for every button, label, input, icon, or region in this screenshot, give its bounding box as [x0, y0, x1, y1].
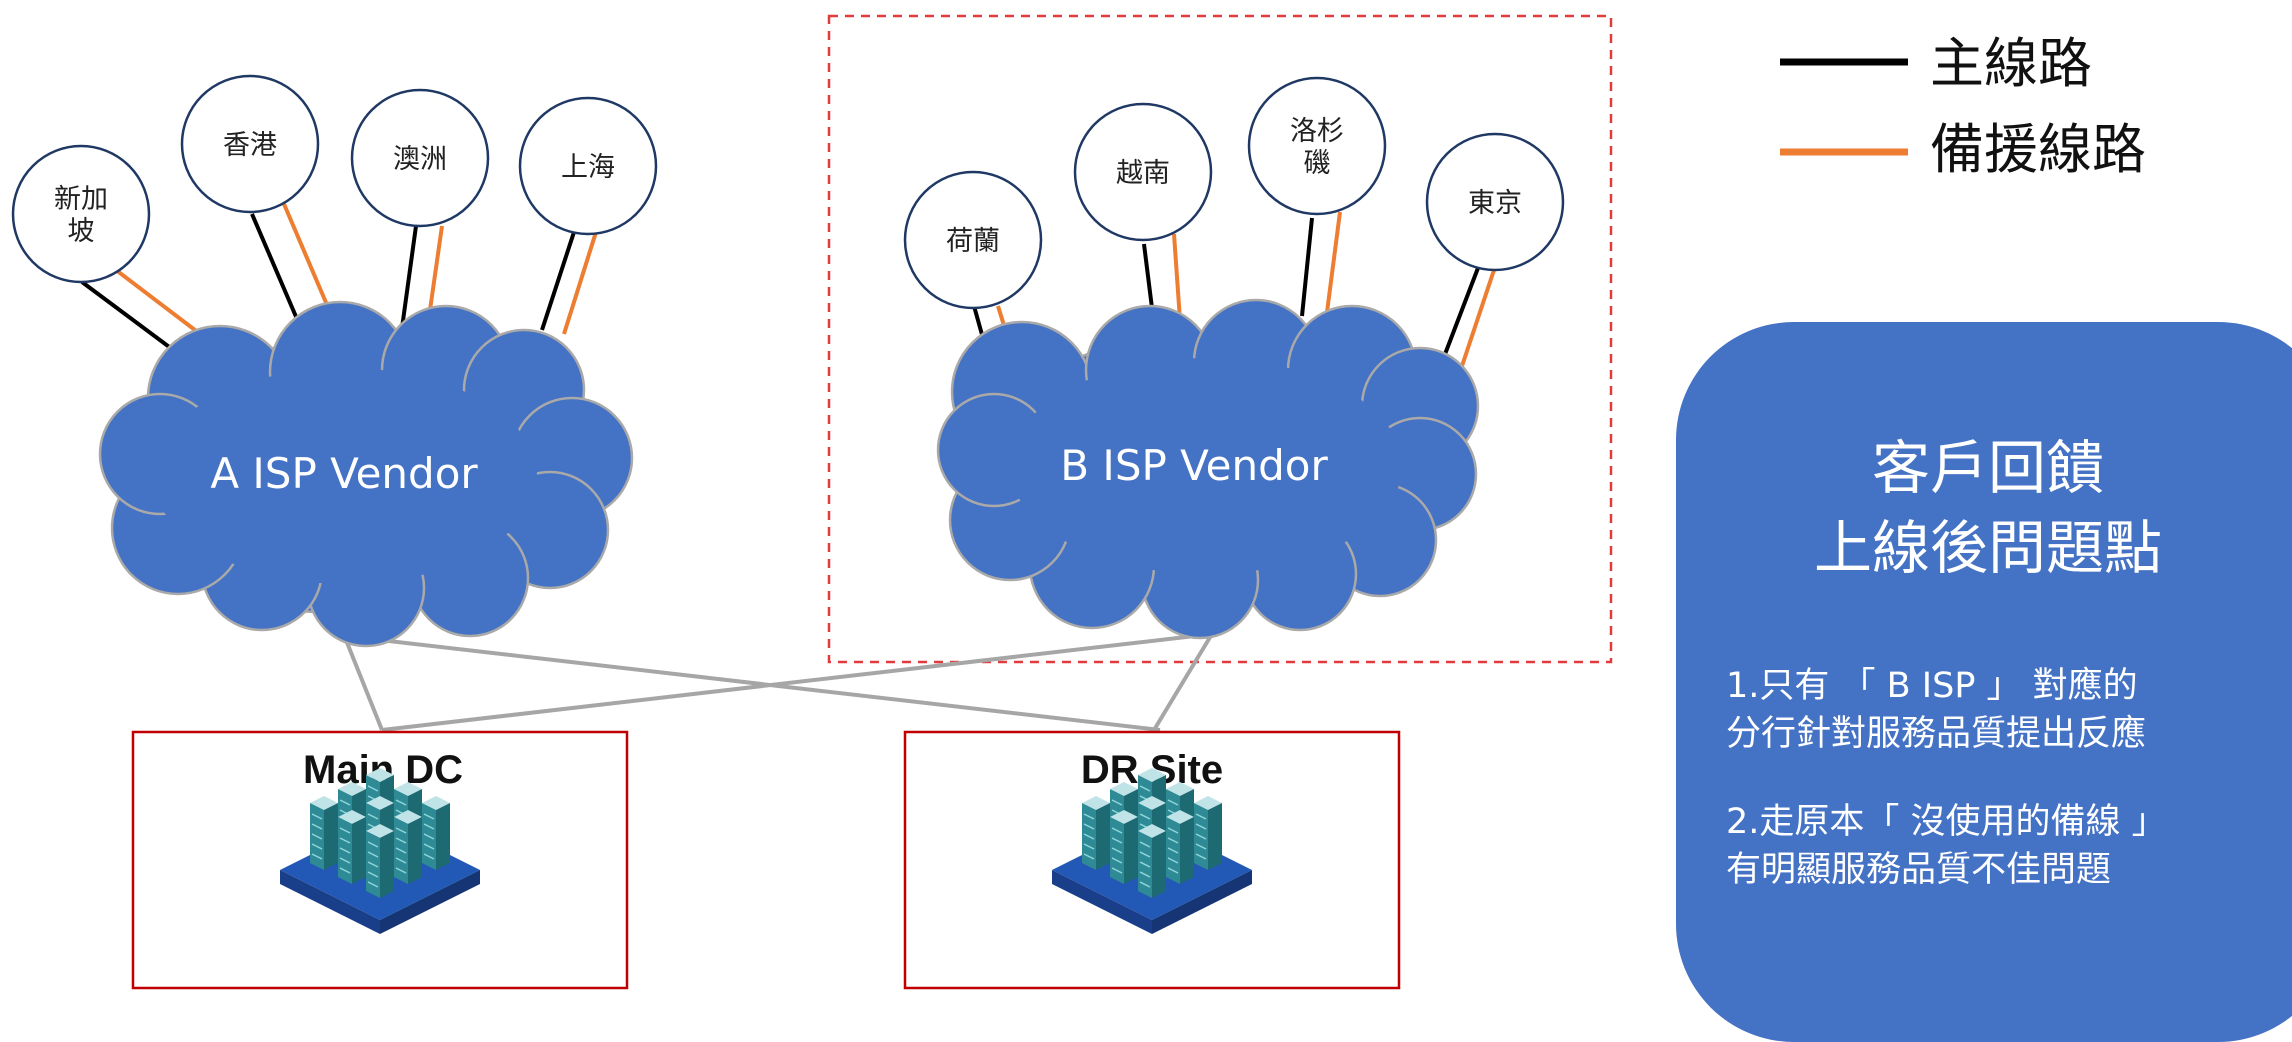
- b-isp-highlight-box: [827, 14, 1613, 664]
- server-cluster-icon: [280, 767, 480, 934]
- cloud-a-label: A ISP Vendor: [210, 449, 478, 498]
- cloud-a-isp: [98, 300, 634, 648]
- feedback-item-1-line1: 1.只有 「 B ISP 」 對應的: [1726, 666, 2138, 706]
- feedback-item-2-line1: 2.走原本「 沒使用的備線 」: [1726, 802, 2167, 842]
- network-diagram: A ISP Vendor B ISP Vendor 新加 坡 香港 澳洲 上海: [11, 14, 2146, 990]
- branch-node-shanghai: 上海: [518, 96, 658, 236]
- branch-node-losangeles: 洛杉 磯: [1247, 76, 1387, 216]
- branch-node-australia: 澳洲: [350, 88, 490, 228]
- svg-text:東京: 東京: [1468, 188, 1522, 219]
- legend-primary-label: 主線路: [1930, 32, 2092, 95]
- legend-backup-label: 備援線路: [1930, 118, 2146, 181]
- feedback-item-1: 1.只有 「 B ISP 」 對應的 分行針對服務品質提出反應: [1726, 662, 2286, 758]
- branch-node-tokyo: 東京: [1425, 132, 1565, 272]
- feedback-item-2: 2.走原本「 沒使用的備線 」 有明顯服務品質不佳問題: [1726, 798, 2286, 894]
- branch-node-hongkong: 香港: [180, 74, 320, 214]
- feedback-item-1-line2: 分行針對服務品質提出反應: [1726, 714, 2147, 754]
- feedback-title: 客戶回饋 上線後問題點: [1676, 428, 2292, 588]
- feedback-item-2-line2: 有明顯服務品質不佳問題: [1726, 850, 2112, 890]
- cloud-b-label: B ISP Vendor: [1060, 441, 1328, 490]
- svg-text:香港: 香港: [223, 130, 277, 161]
- svg-text:上海: 上海: [561, 152, 615, 183]
- svg-text:澳洲: 澳洲: [393, 144, 447, 175]
- svg-text:磯: 磯: [1304, 148, 1331, 179]
- cloud-b-isp: [936, 298, 1480, 640]
- svg-text:洛杉: 洛杉: [1290, 116, 1344, 147]
- legend: 主線路 備援線路: [1780, 32, 2146, 181]
- svg-text:坡: 坡: [68, 216, 95, 247]
- uplink-lines: [344, 632, 1214, 732]
- feedback-title-line1: 客戶回饋: [1871, 434, 2104, 502]
- svg-text:越南: 越南: [1116, 158, 1170, 189]
- branch-node-vietnam: 越南: [1073, 102, 1213, 242]
- branch-node-singapore: 新加 坡: [11, 144, 151, 284]
- server-cluster-icon: [1052, 767, 1252, 934]
- feedback-panel: 客戶回饋 上線後問題點 1.只有 「 B ISP 」 對應的 分行針對服務品質提…: [1676, 322, 2292, 1042]
- svg-text:新加: 新加: [54, 184, 108, 215]
- branch-lines-a: [80, 203, 598, 360]
- feedback-title-line2: 上線後問題點: [1813, 514, 2162, 582]
- svg-text:荷蘭: 荷蘭: [946, 226, 1000, 257]
- branch-node-netherlands: 荷蘭: [903, 170, 1043, 310]
